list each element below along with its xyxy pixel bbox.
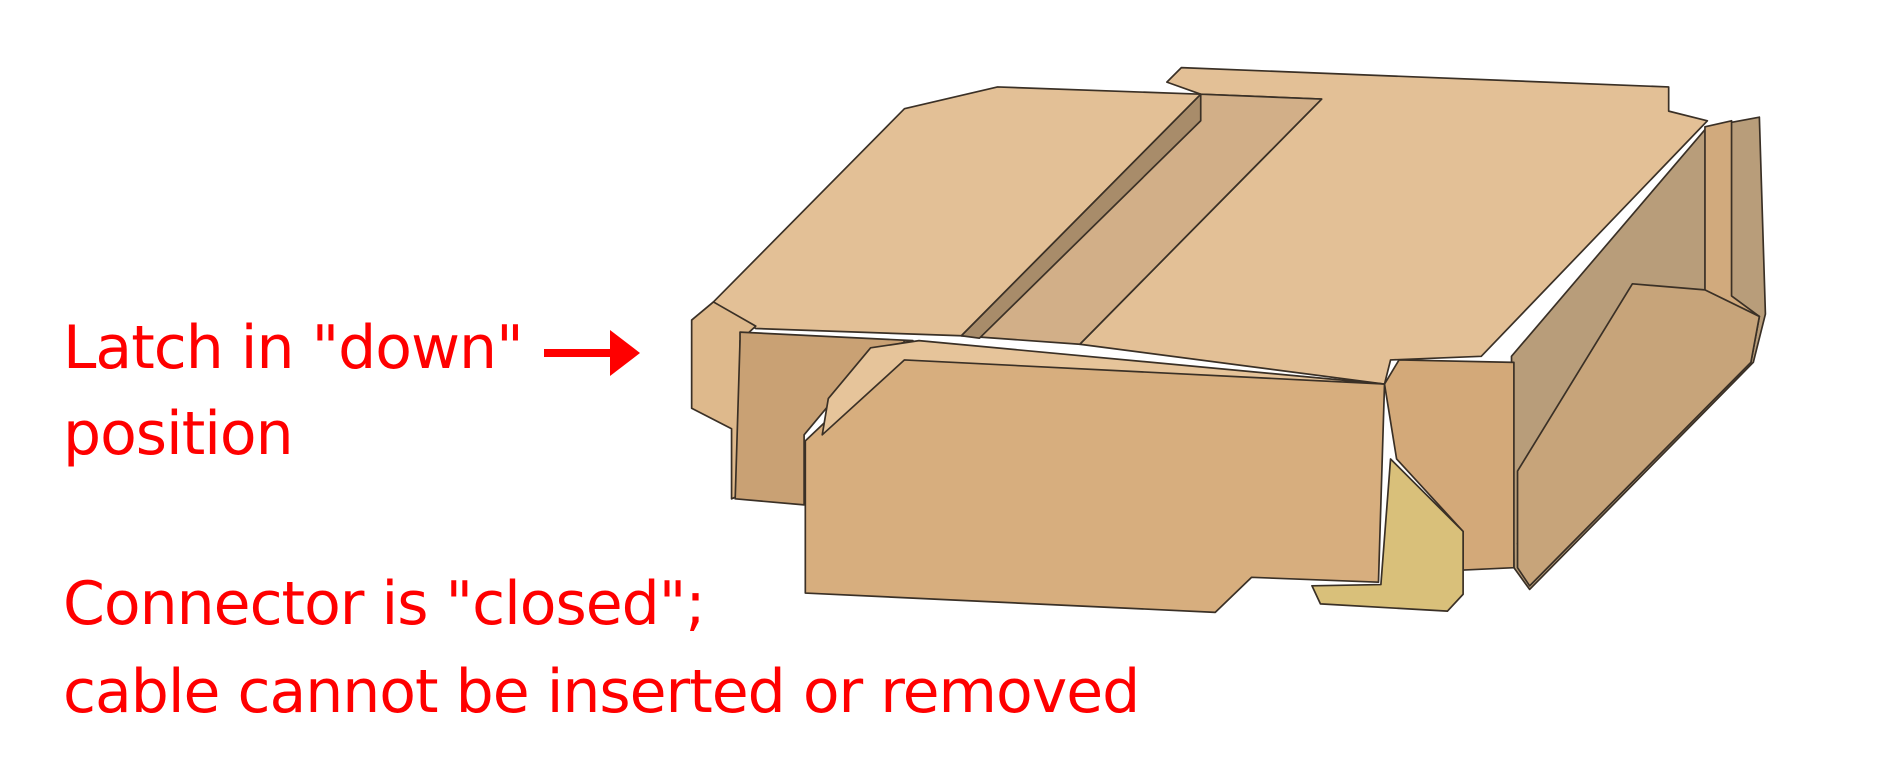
connector-latch-front bbox=[804, 339, 1386, 614]
latch-label-line1: Latch in "down" bbox=[63, 313, 524, 383]
state-label-line2: cable cannot be inserted or removed bbox=[63, 657, 1140, 727]
connector-contact-tab bbox=[1311, 458, 1464, 612]
state-label-line1: Connector is "closed"; bbox=[63, 569, 706, 639]
connector-latch-top-edge bbox=[821, 339, 1386, 436]
connector-top-right-plate bbox=[1078, 66, 1709, 385]
latch-label-line2: position bbox=[63, 399, 294, 469]
connector-right-floor bbox=[1516, 282, 1761, 587]
connector-right-post bbox=[1383, 359, 1515, 571]
arrow-right-icon bbox=[544, 330, 640, 376]
